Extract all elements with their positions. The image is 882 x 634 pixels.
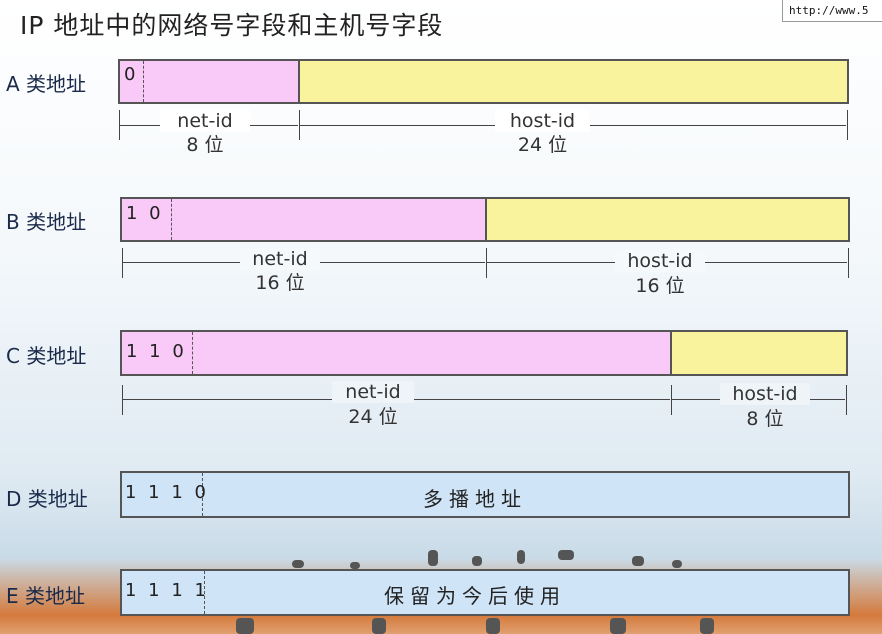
background-figure [558,550,574,560]
dim-tick [122,385,123,415]
class-d-bit-divider [202,473,203,516]
background-figure [486,618,500,634]
class-c-host-field [670,330,848,376]
class-b-host-label: host-id [615,250,705,272]
class-e-label: E 类地址 [6,584,85,608]
background-figure [236,618,254,634]
class-d-bits: 1 1 1 0 [125,482,209,503]
dim-tick [846,385,847,415]
class-a-net-field [118,59,300,104]
class-c-net-field [120,330,672,376]
background-figure [372,618,386,634]
class-a-bits: 0 [124,64,139,85]
class-c-host-label: host-id [720,383,810,405]
class-c-host-bits: 8 位 [746,408,784,430]
class-c-bit-divider [192,332,193,374]
class-a-label: A 类地址 [6,72,87,96]
class-d-center-text: 多播地址 [423,487,527,511]
class-d-label: D 类地址 [6,487,88,511]
class-b-bit-divider [171,199,172,240]
class-b-host-bits: 16 位 [635,275,685,297]
class-a-host-bits: 24 位 [517,134,568,156]
class-b-host-field [485,197,850,242]
page-title: IP 地址中的网络号字段和主机号字段 [20,11,444,40]
background-figure [632,556,644,566]
dim-tick [486,248,487,278]
class-a-bit-divider [143,61,144,102]
class-e-field [120,569,850,616]
class-b-net-field [120,197,487,242]
dim-tick [122,248,123,278]
class-e-center-text: 保留为今后使用 [384,584,566,608]
class-c-bits: 1 1 0 [126,341,187,362]
background-figure [700,618,714,634]
background-figure [428,550,438,566]
class-b-bits: 1 0 [126,203,164,224]
class-b-label: B 类地址 [6,210,87,234]
class-a-net-label: net-id [160,110,250,132]
class-c-net-bits: 24 位 [348,406,398,428]
url-fragment: http://www.5 [782,0,882,22]
class-c-net-label: net-id [332,381,414,403]
background-figure [472,556,482,566]
class-d-field [120,471,850,518]
background-figure [517,550,525,564]
class-e-bit-divider [204,571,205,614]
class-a-net-bits: 8 位 [186,134,224,156]
dim-tick [299,110,300,140]
background-figure [672,560,682,568]
background-figure [292,560,304,568]
background-figure [610,618,626,634]
dim-tick [847,110,848,140]
class-a-host-field [298,59,849,104]
background-figure [350,562,360,569]
dim-tick [119,110,120,140]
dim-tick [671,385,672,415]
class-b-net-bits: 16 位 [255,272,305,294]
class-e-bits: 1 1 1 1 [125,580,209,601]
class-c-label: C 类地址 [6,344,87,368]
class-b-net-label: net-id [240,248,320,270]
class-a-host-label: host-id [495,110,590,132]
dim-tick [848,248,849,278]
